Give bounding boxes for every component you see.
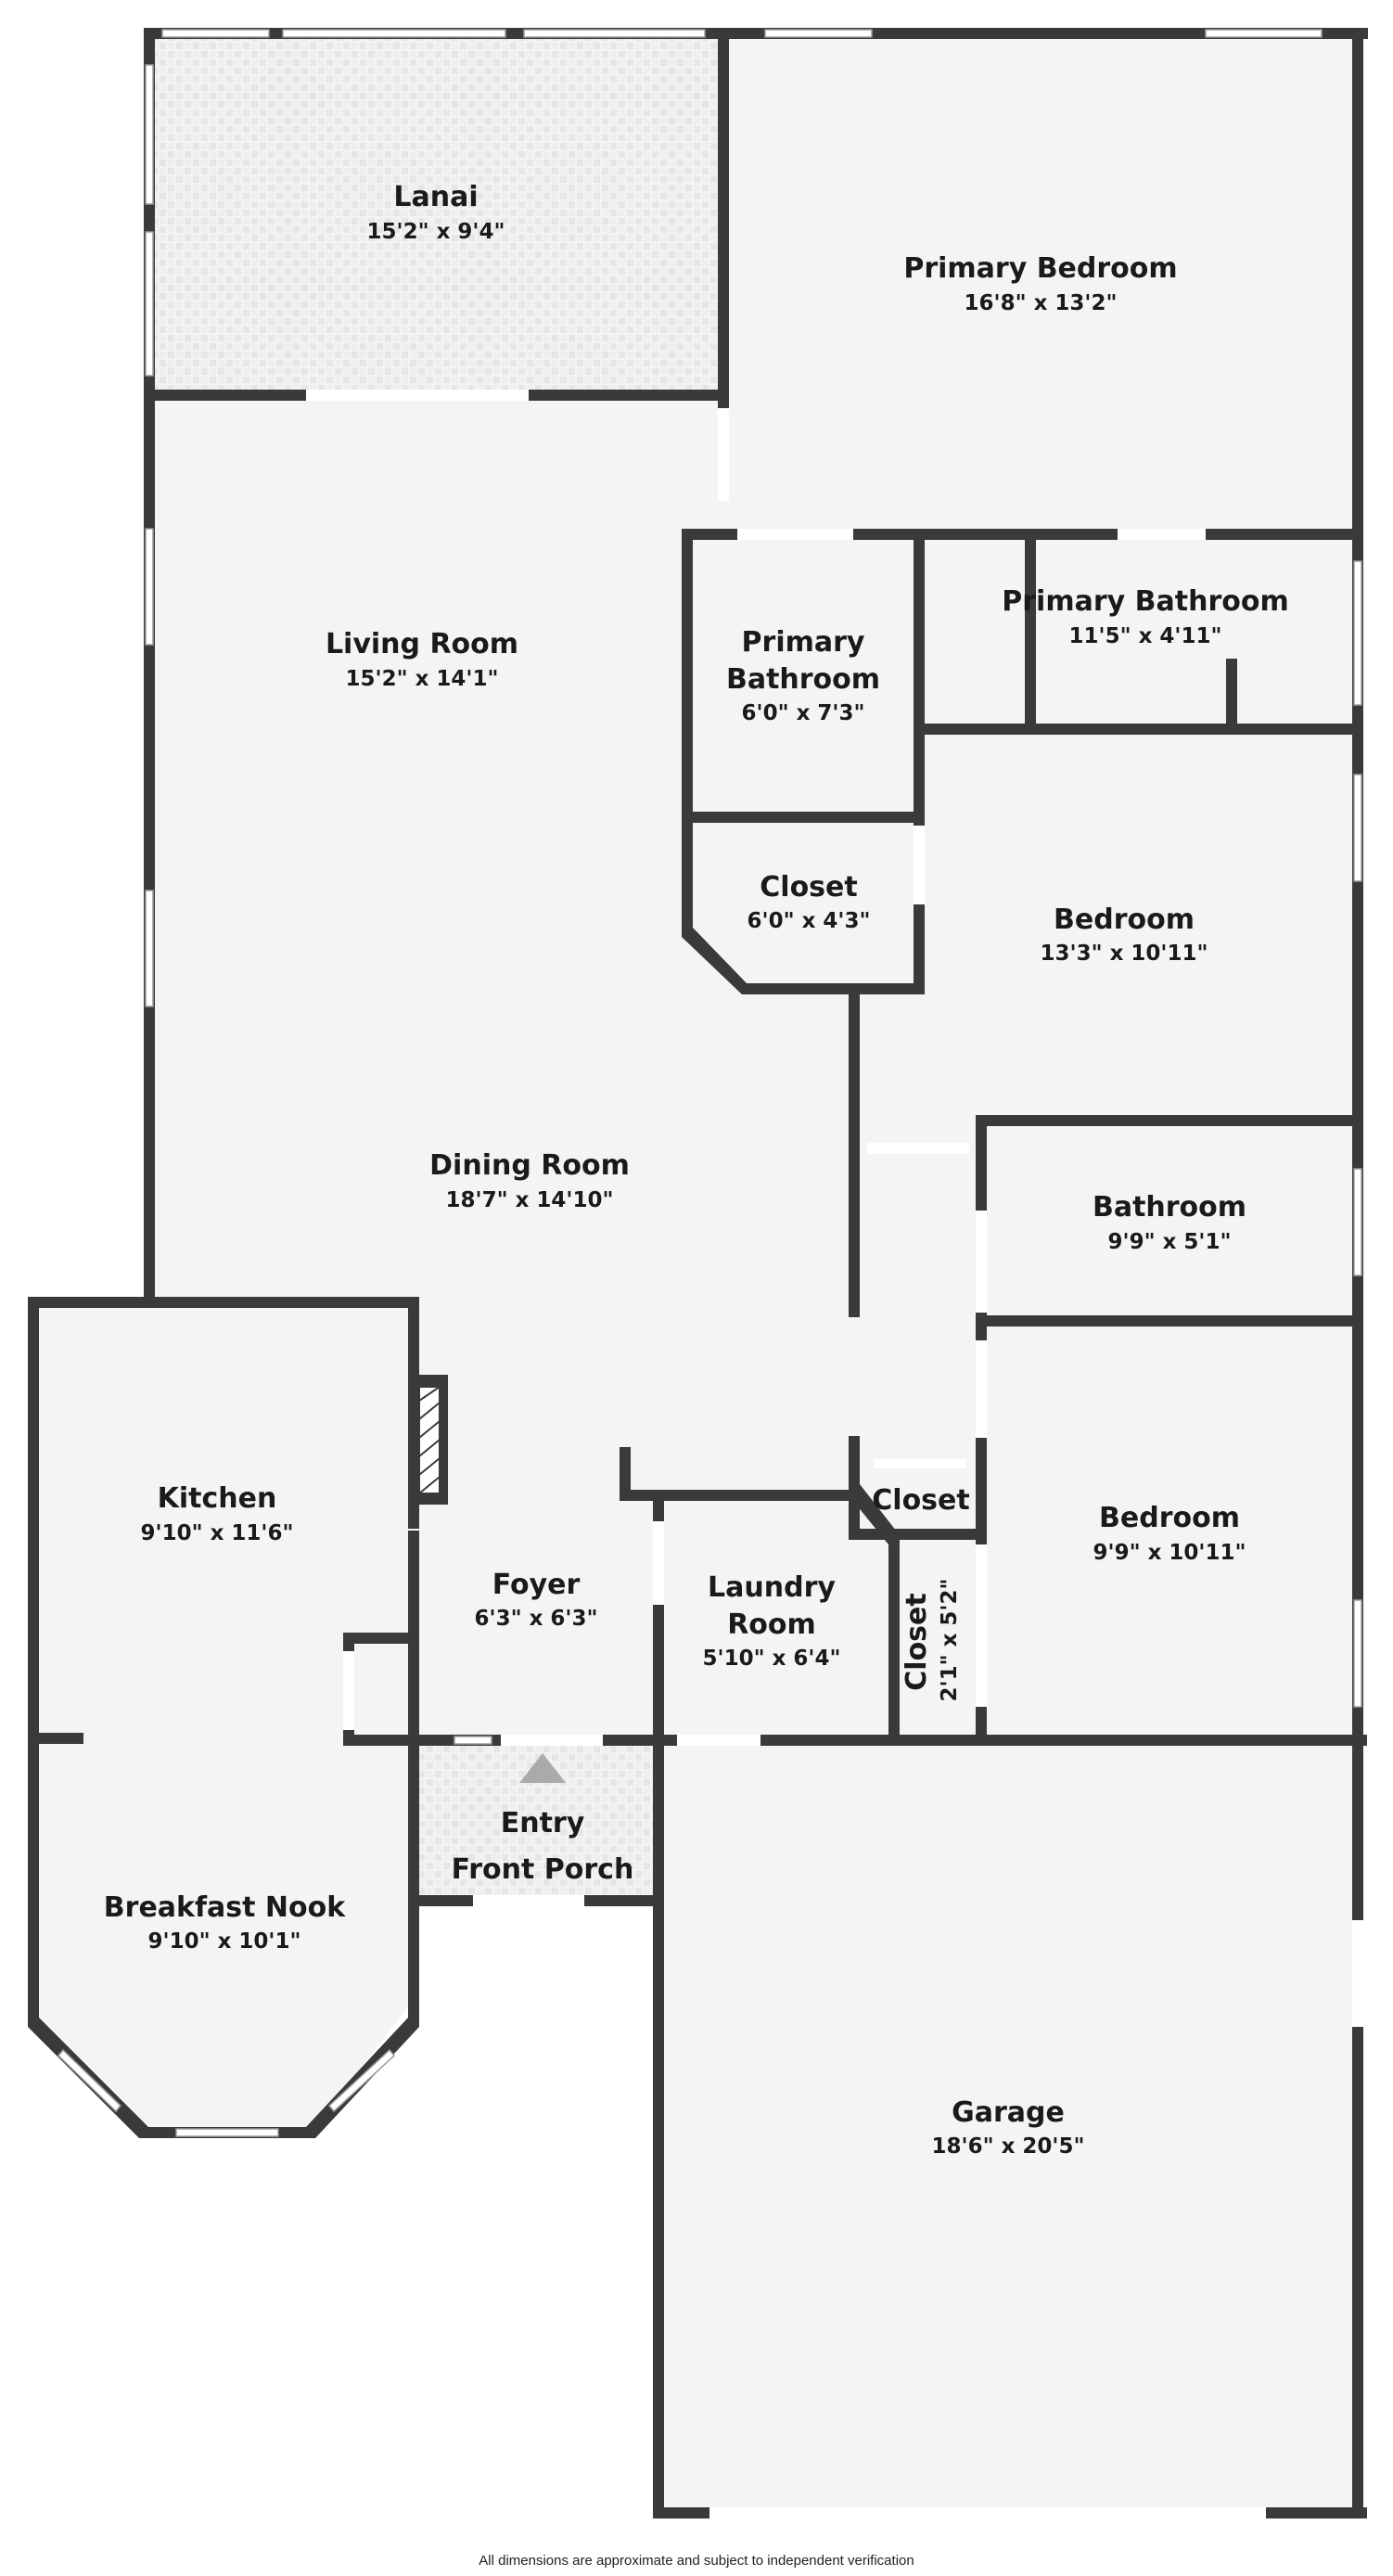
primary-bedroom-label: Primary Bedroom — [903, 252, 1177, 285]
breakfast-nook-label: Breakfast Nook — [104, 1891, 346, 1924]
primary-bathroom-small-dim: 6'0" x 7'3" — [742, 701, 865, 725]
breakfast-nook-dim: 9'10" x 10'1" — [148, 1929, 301, 1954]
dining-room-dim: 18'7" x 14'10" — [446, 1188, 614, 1212]
lanai-label: Lanai — [393, 181, 478, 213]
lanai-tile-floor — [148, 33, 723, 395]
primary-bathroom-small-label-2: Bathroom — [726, 663, 880, 696]
front-porch-label: Front Porch — [452, 1853, 634, 1886]
bedroom-b-dim: 9'9" x 10'11" — [1093, 1541, 1246, 1565]
primary-bathroom-large-label: Primary Bathroom — [1002, 585, 1288, 618]
garage-dim: 18'6" x 20'5" — [932, 2134, 1085, 2159]
closet-b-label: Closet — [872, 1484, 969, 1517]
bedroom-b-label: Bedroom — [1099, 1502, 1240, 1534]
lanai-dim: 15'2" x 9'4" — [367, 220, 505, 244]
closet-c-dim: 2'1" x 5'2" — [938, 1579, 962, 1702]
primary-bedroom-dim: 16'8" x 13'2" — [965, 291, 1118, 315]
laundry-room-label-2: Room — [727, 1608, 816, 1641]
windows — [57, 29, 1362, 2137]
door-openings — [306, 390, 1363, 2518]
closet-c-label: Closet — [901, 1593, 933, 1690]
dining-room-label: Dining Room — [429, 1149, 630, 1182]
kitchen-dim: 9'10" x 11'6" — [141, 1521, 294, 1545]
living-room-dim: 15'2" x 14'1" — [346, 667, 499, 691]
entry-arrow-icon — [519, 1753, 566, 1783]
bedroom-a-label: Bedroom — [1054, 904, 1195, 936]
living-room-label: Living Room — [326, 628, 518, 660]
closet-a-dim: 6'0" x 4'3" — [748, 909, 871, 933]
disclaimer-text: All dimensions are approximate and subje… — [479, 2553, 914, 2569]
bathroom-label: Bathroom — [1093, 1191, 1246, 1224]
garage-label: Garage — [952, 2096, 1065, 2129]
bathroom-dim: 9'9" x 5'1" — [1108, 1230, 1232, 1254]
laundry-room-label-1: Laundry — [708, 1571, 836, 1604]
primary-bathroom-small-label-1: Primary — [742, 626, 865, 659]
laundry-room-dim: 5'10" x 6'4" — [703, 1647, 841, 1671]
foyer-label: Foyer — [492, 1569, 581, 1601]
foyer-dim: 6'3" x 6'3" — [475, 1607, 598, 1631]
room-labels: Lanai 15'2" x 9'4" Primary Bedroom 16'8"… — [104, 181, 1289, 2159]
entry-label: Entry — [501, 1807, 585, 1839]
floor-areas — [32, 32, 1363, 2518]
closet-a-label: Closet — [760, 871, 857, 904]
bedroom-a-dim: 13'3" x 10'11" — [1041, 942, 1208, 966]
primary-bathroom-large-dim: 11'5" x 4'11" — [1069, 624, 1222, 648]
kitchen-label: Kitchen — [158, 1482, 277, 1515]
